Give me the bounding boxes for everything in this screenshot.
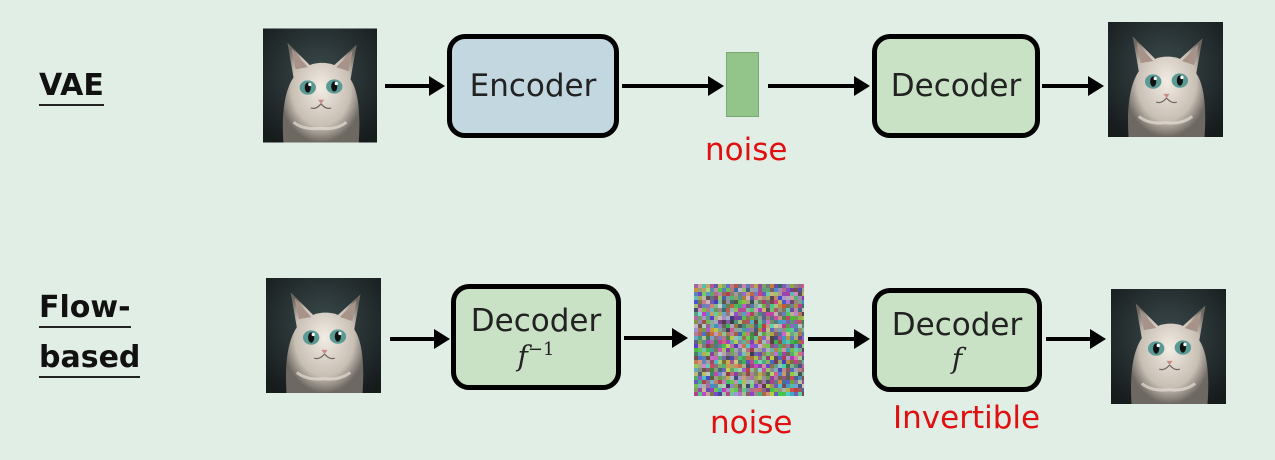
arrow-decoder-to-output xyxy=(1042,76,1104,96)
vae-decoder-label: Decoder xyxy=(890,68,1022,104)
cat-output-icon xyxy=(1111,289,1226,404)
encoder-label: Encoder xyxy=(469,68,597,104)
arrow-decoder-to-output-flow xyxy=(1046,329,1106,349)
vae-row-label: VAE xyxy=(39,68,104,106)
inverse-decoder-label: Decoder xyxy=(470,303,602,340)
encoder-box: Encoder xyxy=(447,34,619,138)
arrow-latent-to-decoder xyxy=(768,76,870,96)
arrow-input-to-encoder xyxy=(385,76,445,96)
invertible-label: Invertible xyxy=(893,400,1041,436)
flow-row-label-line2: based xyxy=(39,340,141,378)
arrow-encoder-to-latent xyxy=(622,76,724,96)
random-noise-image xyxy=(694,284,804,396)
flow-row-label-line1: Flow- xyxy=(39,290,131,328)
cat-photo-icon xyxy=(266,278,381,393)
flow-decoder-label: Decoder xyxy=(891,307,1023,343)
cat-photo-icon xyxy=(263,28,377,143)
latent-vector xyxy=(726,52,759,117)
function-symbol: f xyxy=(951,342,963,375)
vae-decoder-box: Decoder xyxy=(872,34,1040,138)
inverse-function-symbol: f−1 xyxy=(517,339,555,373)
vae-noise-label: noise xyxy=(705,132,788,168)
inverse-decoder-box: Decoder f−1 xyxy=(451,284,621,390)
cat-output-icon xyxy=(1108,22,1223,137)
arrow-noise-to-decoder xyxy=(808,329,870,349)
arrow-input-to-inverse-decoder xyxy=(390,329,450,349)
flow-decoder-box: Decoder f xyxy=(872,288,1042,392)
arrow-inverse-decoder-to-noise xyxy=(624,328,688,348)
flow-noise-label: noise xyxy=(710,405,793,441)
